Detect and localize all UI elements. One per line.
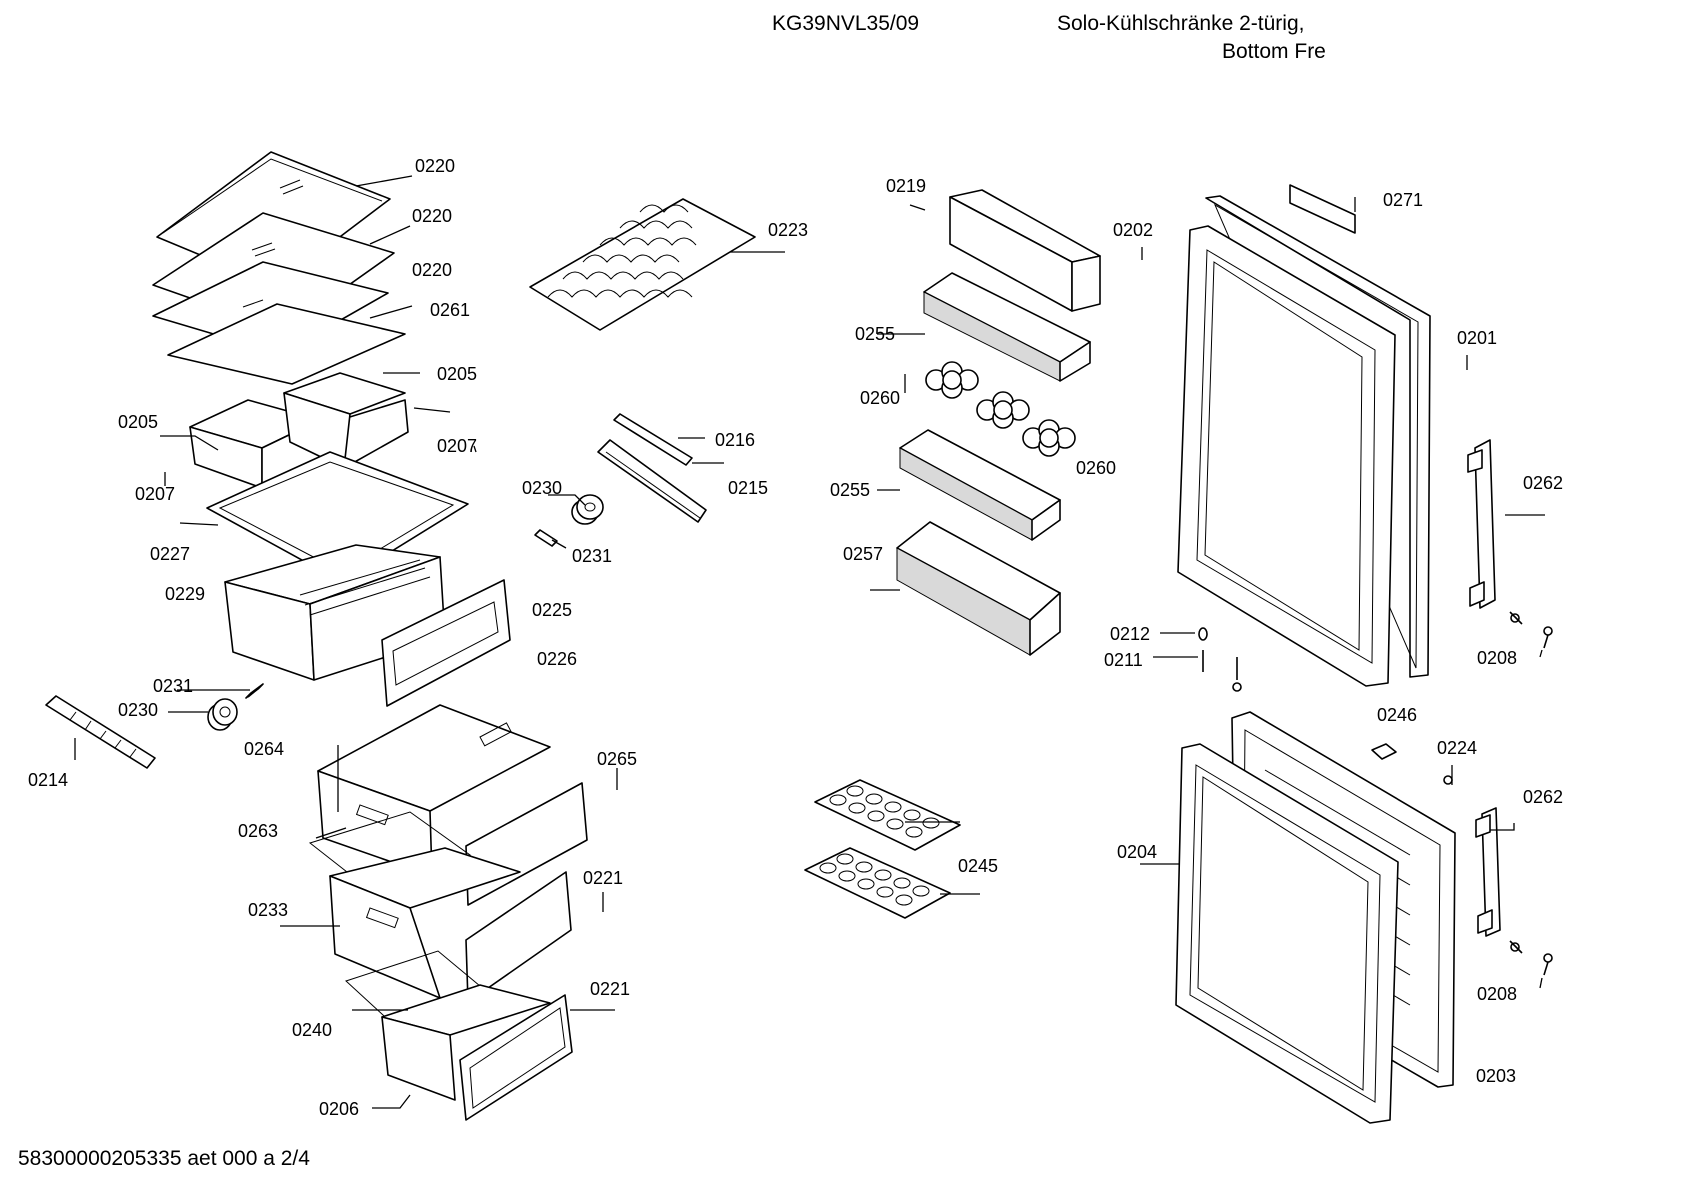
part-number-labels: 0220 0220 0220 0261 0205 0205 0207 0207 …	[28, 156, 1563, 1119]
label-0271	[1289, 184, 1356, 234]
label-0271: 0271	[1383, 190, 1423, 210]
label-0261: 0261	[430, 300, 470, 320]
label-0206: 0206	[319, 1099, 359, 1119]
label-0215: 0215	[728, 478, 768, 498]
crisper-box-0207-right	[283, 372, 409, 469]
label-0262-lower: 0262	[1523, 787, 1563, 807]
shelf-0261	[167, 303, 406, 385]
document-reference: 58300000205335 aet 000 a 2/4	[18, 1147, 310, 1170]
label-0263: 0263	[238, 821, 278, 841]
label-0211: 0211	[1104, 650, 1143, 670]
crisper-drawer-0229	[224, 544, 446, 681]
ice-tray-0245-lower	[804, 847, 951, 919]
label-0231-upper: 0231	[572, 546, 612, 566]
label-0233: 0233	[248, 900, 288, 920]
label-0227: 0227	[150, 544, 190, 564]
screw-0224	[1443, 775, 1453, 785]
label-0240: 0240	[292, 1020, 332, 1040]
shelf-frame-0227	[206, 451, 469, 583]
guide-rail-0215	[597, 439, 707, 523]
wine-rack-0223	[529, 198, 756, 331]
label-0246: 0246	[1377, 705, 1417, 725]
label-0221-lower: 0221	[590, 979, 630, 999]
label-0260-right: 0260	[1076, 458, 1116, 478]
egg-cups-0260-middle	[976, 391, 1030, 429]
ice-tray-0245-upper	[814, 779, 961, 851]
door-bin-0255-lower	[899, 429, 1061, 541]
pin-0231-lower	[245, 683, 264, 699]
label-0207-left: 0207	[135, 484, 175, 504]
label-0216: 0216	[715, 430, 755, 450]
door-gasket-0204	[1175, 743, 1399, 1124]
freezer-drawer-0206	[381, 984, 573, 1121]
roller-0230-lower	[207, 698, 238, 731]
roller-0230-upper	[571, 494, 604, 525]
label-0220-b: 0220	[412, 206, 452, 226]
label-0229: 0229	[165, 584, 205, 604]
leader-lines	[74, 175, 1545, 1109]
description-line-2: Bottom Fre	[1222, 40, 1326, 62]
label-0224: 0224	[1437, 738, 1477, 758]
label-0264: 0264	[244, 739, 284, 759]
bushing-0212	[1198, 627, 1208, 641]
screw-0208-upper	[1509, 611, 1523, 625]
label-0205-right: 0205	[437, 364, 477, 384]
egg-cups-0260-left	[925, 361, 979, 399]
pin-0211-side	[1232, 657, 1242, 692]
label-0201: 0201	[1457, 328, 1497, 348]
hinge-pin-0208-upper	[1543, 626, 1553, 649]
label-0212: 0212	[1110, 624, 1150, 644]
label-0225: 0225	[532, 600, 572, 620]
door-gasket-0202	[1177, 225, 1396, 687]
rail-0216	[613, 413, 693, 466]
label-0202: 0202	[1113, 220, 1153, 240]
label-0221-upper: 0221	[583, 868, 623, 888]
egg-cups-0260-right	[1022, 419, 1076, 457]
hinge-pin-0208-lower	[1543, 953, 1553, 976]
label-0265: 0265	[597, 749, 637, 769]
label-0230-lower: 0230	[118, 700, 158, 720]
label-0214: 0214	[28, 770, 68, 790]
model-number: KG39NVL35/09	[772, 12, 920, 35]
screw-0208-lower	[1509, 940, 1523, 954]
drawer-front-0226	[381, 579, 511, 707]
label-0207-right: 0207	[437, 436, 477, 456]
door-bin-0219	[949, 189, 1101, 312]
label-0226: 0226	[537, 649, 577, 669]
label-0255-lower: 0255	[830, 480, 870, 500]
freezer-drawer-0233	[329, 847, 572, 1003]
label-0230-upper: 0230	[522, 478, 562, 498]
door-bin-0257	[896, 521, 1061, 656]
pin-0231-upper	[534, 529, 558, 547]
label-0203: 0203	[1476, 1066, 1516, 1086]
label-0208-upper: 0208	[1477, 648, 1517, 668]
label-0205-left: 0205	[118, 412, 158, 432]
label-0220-c: 0220	[412, 260, 452, 280]
label-0204: 0204	[1117, 842, 1157, 862]
label-0262-upper: 0262	[1523, 473, 1563, 493]
handle-0262-lower	[1475, 807, 1501, 937]
label-0255-upper: 0255	[855, 324, 895, 344]
label-0223: 0223	[768, 220, 808, 240]
handle-0262-upper	[1467, 439, 1496, 609]
description-line-1: Solo-Kühlschränke 2-türig,	[1057, 12, 1305, 35]
label-0208-lower: 0208	[1477, 984, 1517, 1004]
label-0257: 0257	[843, 544, 883, 564]
label-0260-left: 0260	[860, 388, 900, 408]
hinge-cap-0246	[1371, 743, 1397, 760]
rail-0214	[45, 695, 156, 769]
door-bin-0255-upper	[923, 272, 1091, 382]
label-0219: 0219	[886, 176, 926, 196]
label-0231-lower: 0231	[153, 676, 193, 696]
label-0220-a: 0220	[415, 156, 455, 176]
label-0245: 0245	[958, 856, 998, 876]
